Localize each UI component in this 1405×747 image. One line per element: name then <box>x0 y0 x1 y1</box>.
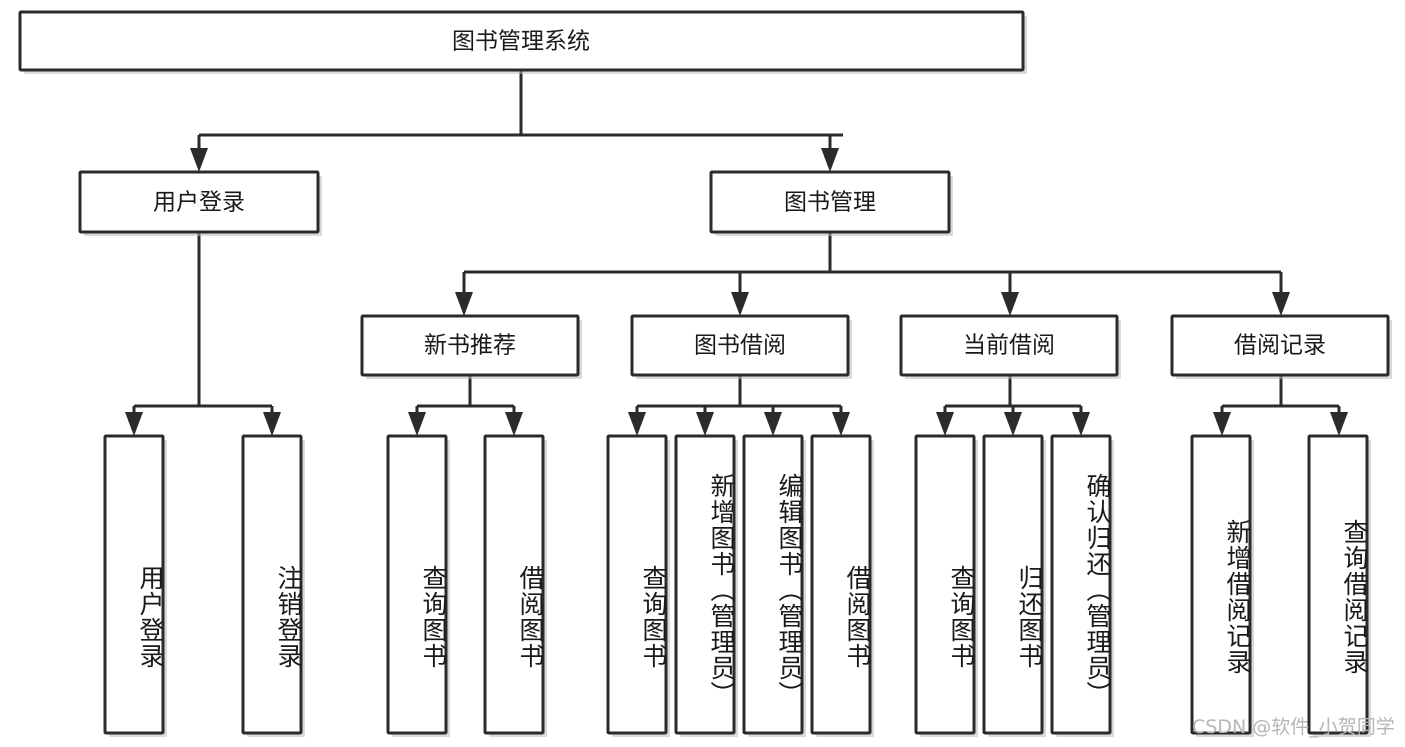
node-current-borrow-label: 当前借阅 <box>963 333 1055 359</box>
connector-bookmgmt-to-level3 <box>455 232 1290 316</box>
leaf-box-borrow-records-1[interactable] <box>1190 434 1254 737</box>
node-book-borrow-label: 图书借阅 <box>694 333 786 359</box>
leaf-box-book-borrow-4[interactable] <box>810 434 874 737</box>
leaf-box-current-borrow-2[interactable] <box>982 434 1046 737</box>
connector-bookborrow-to-leaves <box>628 375 850 436</box>
node-book-borrow[interactable]: 图书借阅 <box>630 314 852 379</box>
connector-currentborrow-to-leaves <box>936 375 1090 436</box>
leaf-box-user-login-1[interactable] <box>103 434 167 737</box>
leaf-box-book-borrow-2[interactable] <box>674 434 738 737</box>
connector-newbook-to-leaves <box>408 375 523 436</box>
node-book-management-label: 图书管理 <box>784 190 876 216</box>
leaf-box-borrow-records-2[interactable] <box>1307 434 1371 737</box>
node-borrow-records-label: 借阅记录 <box>1234 333 1326 359</box>
connector-userlogin-to-leaves <box>125 232 281 436</box>
leaf-box-book-borrow-1[interactable] <box>606 434 670 737</box>
leaf-box-new-book-2[interactable] <box>483 434 547 737</box>
node-root-label: 图书管理系统 <box>452 29 590 55</box>
node-user-login[interactable]: 用户登录 <box>78 170 322 236</box>
leaf-box-new-book-1[interactable] <box>386 434 450 737</box>
leaf-box-user-login-2[interactable] <box>241 434 305 737</box>
leaf-box-current-borrow-3[interactable] <box>1050 434 1114 737</box>
node-user-login-label: 用户登录 <box>153 190 245 216</box>
leaf-box-book-borrow-3[interactable] <box>742 434 806 737</box>
connector-borrowrecord-to-leaves <box>1213 375 1348 436</box>
csdn-watermark: CSDN @软件_小贺同学 <box>1192 716 1395 738</box>
node-book-management[interactable]: 图书管理 <box>709 170 953 236</box>
node-current-borrow[interactable]: 当前借阅 <box>899 314 1121 379</box>
connector-root-to-level2 <box>190 70 843 172</box>
node-root-book-management-system[interactable]: 图书管理系统 <box>18 10 1027 74</box>
node-new-book-recommend[interactable]: 新书推荐 <box>360 314 582 379</box>
leaf-box-current-borrow-1[interactable] <box>914 434 978 737</box>
node-borrow-records[interactable]: 借阅记录 <box>1170 314 1392 379</box>
node-new-book-recommend-label: 新书推荐 <box>424 333 516 359</box>
